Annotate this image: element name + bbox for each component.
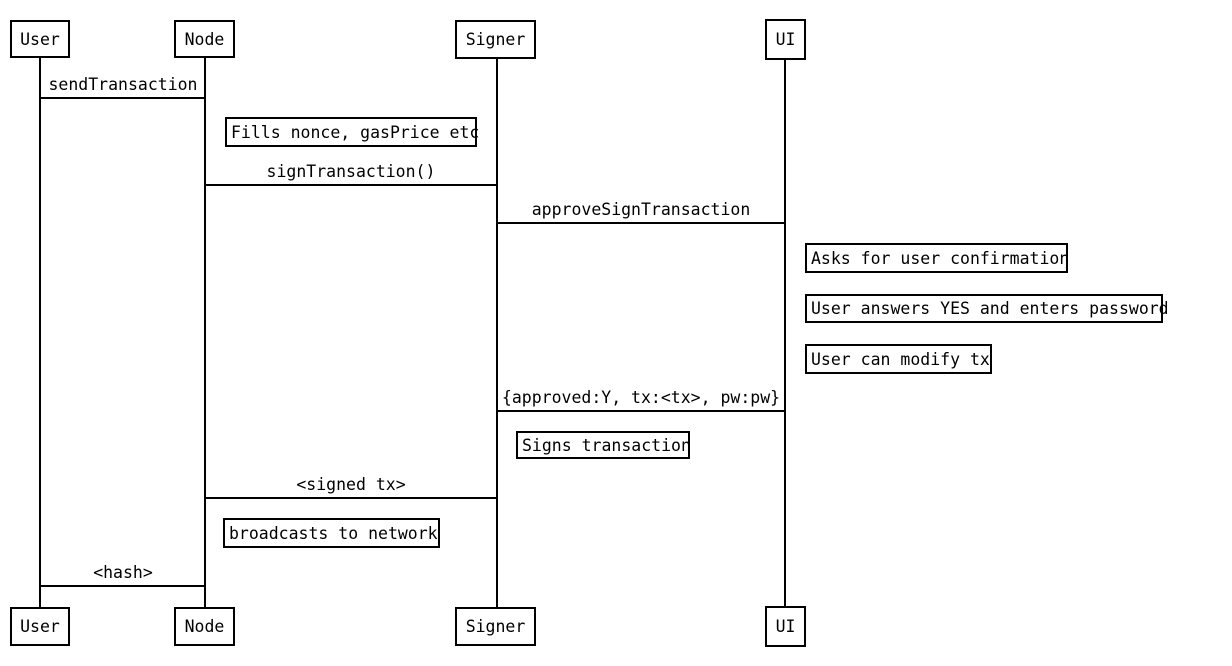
- participant-ui-bottom: UI: [765, 606, 806, 647]
- note-asks-confirmation-text: Asks for user confirmation: [811, 248, 1070, 268]
- participant-node-top: Node: [174, 20, 235, 58]
- message-line-approvesigntransaction: [496, 222, 786, 224]
- message-line-signtransaction: [204, 184, 498, 186]
- lifeline-user: [39, 58, 41, 608]
- note-user-can-modify: User can modify tx: [805, 344, 992, 374]
- message-label-sendtransaction: sendTransaction: [48, 75, 198, 94]
- participant-ui-top: UI: [765, 19, 806, 60]
- participant-user-bottom: User: [10, 607, 70, 646]
- message-label-signed-tx: <signed tx>: [296, 475, 406, 494]
- message-label-signtransaction: signTransaction(): [266, 162, 436, 181]
- participant-signer-bottom: Signer: [455, 607, 536, 646]
- note-signs-transaction: Signs transaction: [516, 431, 691, 459]
- participant-user-top: User: [10, 20, 70, 58]
- message-line-sendtransaction: [40, 97, 206, 99]
- note-asks-confirmation: Asks for user confirmation: [805, 243, 1070, 273]
- message-line-hash: [40, 585, 206, 587]
- note-user-can-modify-text: User can modify tx: [811, 349, 990, 369]
- message-label-hash: <hash>: [93, 563, 153, 582]
- participant-ui-label: UI: [775, 30, 796, 49]
- participant-node-label: Node: [184, 617, 225, 636]
- lifeline-node: [204, 58, 206, 608]
- participant-ui-label: UI: [775, 617, 796, 636]
- note-fills-nonce-text: Fills nonce, gasPrice etc: [231, 122, 480, 142]
- message-line-approved-payload: [496, 410, 786, 412]
- participant-signer-label: Signer: [465, 30, 526, 49]
- participant-node-bottom: Node: [174, 607, 235, 646]
- note-broadcasts: broadcasts to network: [223, 518, 440, 548]
- note-signs-transaction-text: Signs transaction: [522, 435, 691, 455]
- note-fills-nonce: Fills nonce, gasPrice etc: [225, 117, 480, 147]
- lifeline-ui: [784, 58, 786, 608]
- participant-signer-top: Signer: [455, 20, 536, 59]
- note-user-answers-yes-text: User answers YES and enters password: [811, 299, 1169, 318]
- message-label-approvesigntransaction: approveSignTransaction: [531, 200, 751, 219]
- participant-user-label: User: [20, 29, 60, 49]
- participant-node-label: Node: [184, 29, 225, 49]
- message-label-approved-payload: {approved:Y, tx:<tx>, pw:pw}: [501, 388, 781, 407]
- participant-user-label: User: [20, 617, 60, 636]
- note-user-answers-yes: User answers YES and enters password: [805, 294, 1169, 323]
- lifeline-signer: [496, 58, 498, 608]
- participant-signer-label: Signer: [465, 617, 526, 636]
- note-broadcasts-text: broadcasts to network: [229, 523, 438, 543]
- message-line-signed-tx: [204, 497, 498, 499]
